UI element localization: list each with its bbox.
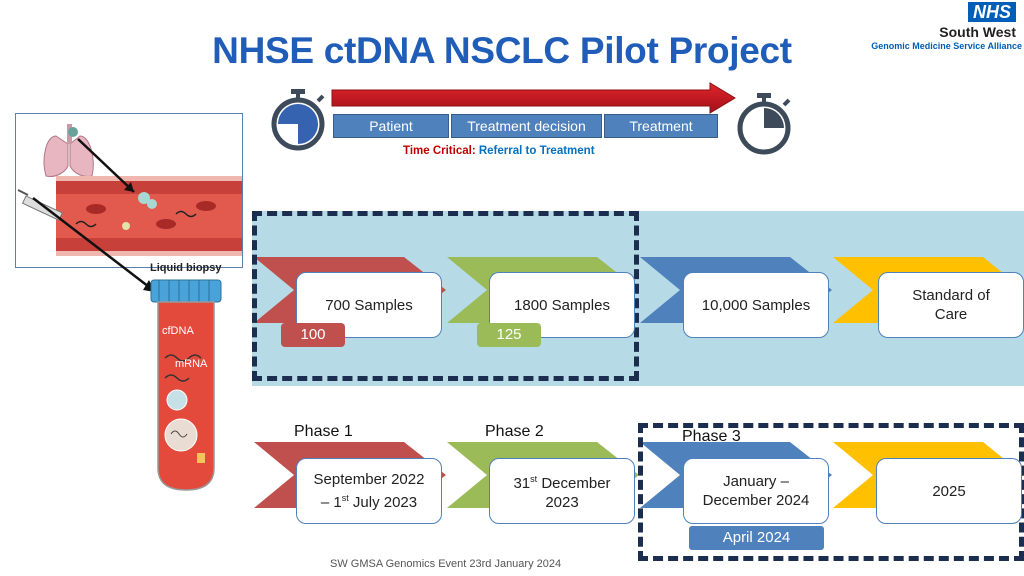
blood-vessel-illustration [15,113,243,268]
mrna-label: mRNA [175,358,208,370]
footer-text: SW GMSA Genomics Event 23rd January 2024 [330,558,562,570]
tag-125: 125 [477,323,541,347]
phase-3-label: Phase 3 [682,428,741,445]
step-treatment: Treatment [604,114,718,138]
card-standard-of-care: Standard of Care [878,272,1024,338]
current-phase-dashed-box [252,211,639,381]
pointer-arrow [32,197,155,292]
step-patient: Patient [333,114,449,138]
card-700-samples: 700 Samples [296,272,442,338]
nhs-logo: NHS [968,2,1016,22]
tag-april-2024: April 2024 [689,526,824,550]
nhs-region: South West [939,24,1016,40]
card-10000-samples: 10,000 Samples [683,272,829,338]
card-phase-3-dates: January – December 2024 [683,458,829,524]
card-phase-2-dates: 31st December 2023 [489,458,635,524]
page-title: NHSE ctDNA NSCLC Pilot Project [212,30,792,71]
lungs-vessel-icon [17,124,242,256]
tag-100: 100 [281,323,345,347]
step-treatment-decision: Treatment decision [451,114,602,138]
test-tube-icon [150,279,222,491]
card-phase-1-dates: September 2022 – 1st July 2023 [296,458,442,524]
time-critical-note: Time Critical: Referral to Treatment [403,145,595,157]
cfdna-label: cfDNA [162,325,194,337]
timeline-arrow [331,82,736,114]
liquid-biopsy-label: Liquid biopsy [150,262,222,274]
stopwatch-end-icon [737,93,791,155]
card-2025: 2025 [876,458,1022,524]
stopwatch-start-icon [271,89,325,151]
phase-2-label: Phase 2 [485,423,544,440]
nhs-alliance: Genomic Medicine Service Alliance [871,41,1022,51]
phase-1-label: Phase 1 [294,423,353,440]
